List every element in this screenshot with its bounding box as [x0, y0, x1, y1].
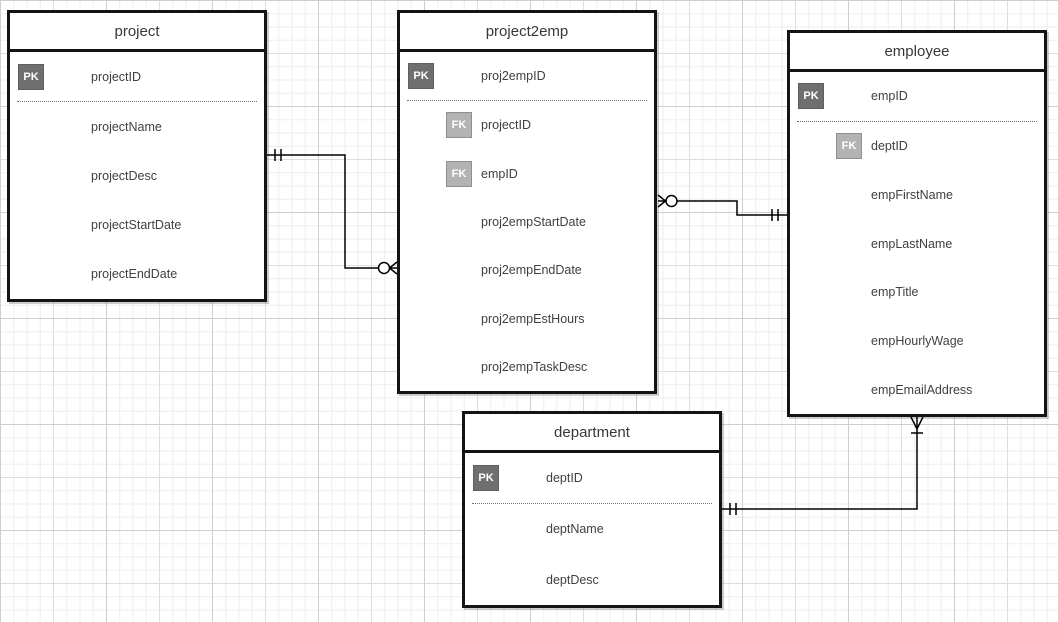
zero-circle-icon [377, 261, 391, 275]
field-row-empID-fk: FK empID [400, 150, 654, 198]
field-name: empLastName [871, 236, 953, 251]
field-name: empEmailAddress [871, 382, 973, 397]
field-row-deptDesc: deptDesc [465, 555, 719, 605]
field-row-proj2empEndDate: proj2empEndDate [400, 246, 654, 294]
one-and-only-one-icon [729, 503, 737, 515]
entity-project2emp[interactable]: project2emp PK proj2empID FK projectID F… [397, 10, 657, 394]
pk-separator [472, 503, 712, 505]
fk-badge: FK [836, 133, 862, 160]
connector-project2emp-employee[interactable] [657, 194, 787, 221]
field-name: deptName [546, 522, 604, 537]
field-name: projectID [91, 69, 142, 84]
fk-badge: FK [446, 112, 472, 139]
entity-project-fields: PK projectID projectName projectDesc pro… [10, 52, 264, 299]
field-name: empFirstName [871, 187, 953, 202]
field-name: proj2empTaskDesc [481, 359, 588, 374]
field-row-projectName: projectName [10, 102, 264, 151]
field-row-empLastName: empLastName [790, 219, 1044, 268]
entity-project[interactable]: project PK projectID projectName project… [7, 10, 267, 302]
field-row-empID: PK empID [790, 72, 1044, 121]
field-row-projectStartDate: projectStartDate [10, 201, 264, 250]
field-name: empHourlyWage [871, 333, 964, 348]
pk-badge: PK [408, 63, 434, 90]
field-name: projectID [481, 118, 532, 133]
pk-badge: PK [473, 465, 499, 492]
field-row-proj2empTaskDesc: proj2empTaskDesc [400, 343, 654, 391]
connector-project-project2emp[interactable] [267, 149, 398, 275]
entity-employee-fields: PK empID FK deptID empFirstName empLastN… [790, 72, 1044, 414]
crows-foot-many-icon [388, 261, 398, 275]
field-row-proj2empEstHours: proj2empEstHours [400, 294, 654, 342]
pk-badge: PK [18, 63, 44, 90]
entity-employee-title[interactable]: employee [790, 33, 1044, 72]
connector-department-employee[interactable] [722, 416, 924, 515]
field-row-deptName: deptName [465, 504, 719, 554]
pk-separator [17, 101, 257, 103]
field-name: projectDesc [91, 169, 157, 183]
connector-line[interactable] [267, 154, 397, 269]
field-row-empFirstName: empFirstName [790, 170, 1044, 219]
entity-department[interactable]: department PK deptID deptName deptDesc [462, 411, 722, 608]
crows-foot-many-icon [910, 416, 924, 431]
entity-department-fields: PK deptID deptName deptDesc [465, 453, 719, 605]
field-name: proj2empEstHours [481, 311, 585, 326]
one-and-only-one-icon [771, 209, 779, 221]
field-name: projectName [91, 119, 162, 134]
field-name: proj2empEndDate [481, 263, 582, 278]
field-name: deptID [871, 139, 908, 154]
field-row-proj2empStartDate: proj2empStartDate [400, 198, 654, 246]
field-name: empID [481, 166, 518, 181]
pk-badge: PK [798, 83, 824, 110]
pk-separator [407, 100, 647, 102]
field-name: proj2empID [481, 69, 546, 84]
entity-department-title[interactable]: department [465, 414, 719, 453]
connector-line[interactable] [658, 200, 787, 216]
field-row-projectEndDate: projectEndDate [10, 250, 264, 299]
connector-line[interactable] [722, 417, 918, 510]
zero-circle-icon [665, 194, 678, 208]
field-row-empTitle: empTitle [790, 268, 1044, 317]
entity-project2emp-fields: PK proj2empID FK projectID FK empID proj… [400, 52, 654, 391]
field-name: proj2empStartDate [481, 214, 586, 229]
field-row-empEmailAddress: empEmailAddress [790, 365, 1044, 414]
field-name: projectEndDate [91, 267, 178, 282]
one-and-only-one-icon [274, 149, 282, 161]
field-row-projectID-fk: FK projectID [400, 101, 654, 149]
field-name: deptDesc [546, 572, 599, 587]
field-name: empTitle [871, 285, 919, 300]
field-name: projectStartDate [91, 218, 182, 233]
pk-separator [797, 120, 1037, 122]
field-row-projectDesc: projectDesc [10, 151, 264, 200]
entity-employee[interactable]: employee PK empID FK deptID empFirstName… [787, 30, 1047, 417]
field-row-empHourlyWage: empHourlyWage [790, 317, 1044, 366]
crows-foot-many-icon [657, 194, 667, 208]
field-row-projectID: PK projectID [10, 52, 264, 101]
field-name: empID [871, 89, 908, 104]
field-row-deptID-fk: FK deptID [790, 122, 1044, 171]
field-row-deptID: PK deptID [465, 453, 719, 503]
fk-badge: FK [446, 160, 472, 187]
field-row-proj2empID: PK proj2empID [400, 52, 654, 100]
entity-project2emp-title[interactable]: project2emp [400, 13, 654, 52]
field-name: deptID [546, 471, 583, 486]
entity-project-title[interactable]: project [10, 13, 264, 52]
